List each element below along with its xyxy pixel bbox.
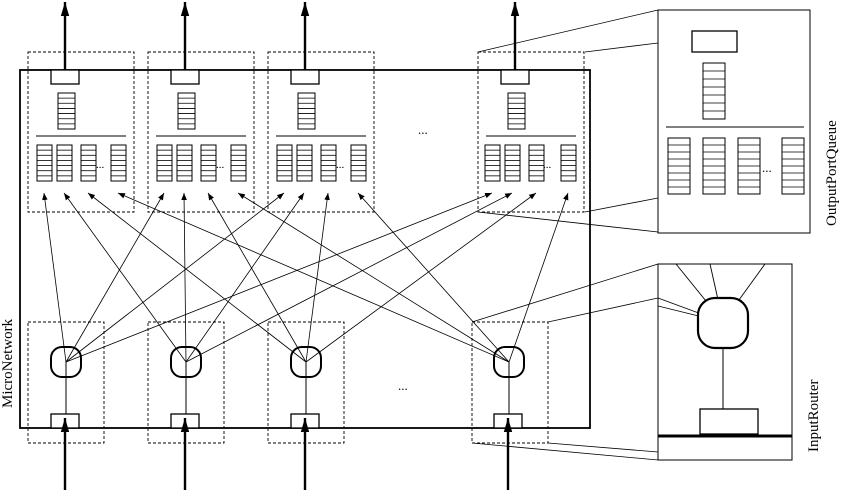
output-port-3: ...	[267, 2, 375, 213]
input-queue	[528, 144, 545, 182]
link-arrow	[117, 192, 510, 363]
zoom-input-register	[699, 408, 759, 435]
output-port-2: ...	[147, 2, 255, 213]
input-queue	[176, 144, 193, 182]
micronetwork-label: MicroNetwork	[0, 318, 16, 408]
interconnect-links	[42, 192, 569, 363]
input-queue	[36, 144, 53, 182]
input-queue	[484, 144, 501, 182]
link-arrow	[63, 192, 187, 363]
output-ports: ............	[27, 2, 585, 213]
zoom-output-register	[691, 30, 738, 53]
input-routers	[27, 321, 549, 490]
zoom-central-queue	[702, 62, 726, 120]
queue-dots: ...	[543, 159, 552, 171]
output-port-4: ...	[477, 2, 585, 213]
input-router-1	[27, 321, 105, 490]
queue-dots: ...	[216, 159, 225, 171]
input-queue	[156, 144, 173, 182]
input-queue	[320, 144, 337, 182]
output-port-queue-label: OutputPortQueue	[824, 120, 840, 226]
link-arrow	[305, 192, 537, 363]
input-router-3	[267, 321, 345, 490]
link-arrow	[357, 192, 510, 363]
input-queue	[350, 144, 367, 182]
output-central-queue	[297, 92, 316, 130]
input-router-detail	[471, 263, 793, 461]
zoom-queue-ellipsis: ...	[762, 160, 772, 175]
output-port-1: ...	[27, 2, 135, 213]
output-register	[170, 69, 200, 85]
input-queue	[56, 144, 73, 182]
link-arrow	[65, 192, 165, 363]
input-queue	[200, 144, 217, 182]
input-queue	[276, 144, 293, 182]
link-arrow	[87, 192, 307, 363]
queue-dots: ...	[96, 159, 105, 171]
output-register	[290, 69, 320, 85]
input-queue	[80, 144, 97, 182]
link-arrow	[305, 192, 330, 363]
queue-dots: ...	[336, 159, 345, 171]
link-arrow	[237, 192, 510, 363]
zoom-input-queue	[781, 137, 805, 195]
link-arrow	[65, 192, 285, 363]
output-central-queue	[177, 92, 196, 130]
input-queue	[296, 144, 313, 182]
input-queue	[504, 144, 521, 182]
output-register	[50, 69, 80, 85]
output-register	[500, 69, 530, 85]
input-router-4	[471, 321, 549, 490]
link-arrow	[65, 192, 493, 363]
output-ellipsis: ...	[418, 122, 428, 137]
link-arrow	[42, 192, 67, 363]
output-port-queue-detail: ...	[477, 9, 811, 234]
input-queue	[560, 144, 577, 182]
zoom-input-queue	[667, 137, 691, 195]
router-ellipsis: ...	[398, 378, 408, 393]
zoom-router-node	[696, 296, 750, 350]
link-arrow	[185, 192, 305, 363]
link-arrow	[185, 192, 513, 363]
output-central-queue	[507, 92, 526, 130]
link-arrow	[181, 192, 187, 363]
zoom-input-queue	[737, 137, 761, 195]
output-central-queue	[57, 92, 76, 130]
zoom-input-queue	[702, 137, 726, 195]
input-router-label: InputRouter	[806, 380, 822, 453]
input-queue	[230, 144, 247, 182]
link-arrow	[207, 192, 307, 363]
input-queue	[110, 144, 127, 182]
